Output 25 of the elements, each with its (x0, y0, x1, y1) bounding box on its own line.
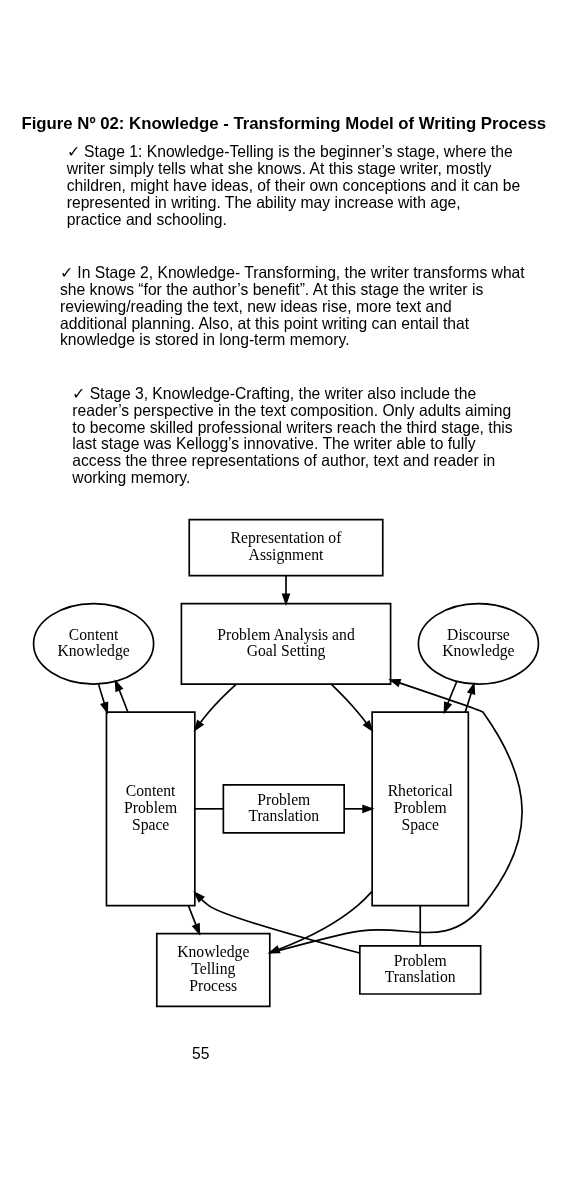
node-box: Rhetorical Problem Space (371, 711, 470, 907)
arrow (464, 681, 476, 713)
arrow (114, 679, 129, 713)
node-box: Knowledge Telling Process (155, 932, 271, 1008)
arrow (193, 683, 237, 733)
arrow (97, 683, 109, 715)
node-box: Problem Translation (222, 783, 345, 834)
node-box: Problem Translation (359, 945, 482, 995)
node-box: Representation of Assignment (188, 518, 384, 577)
diagram-title: Figure Nº 02: Knowledge - Transforming Model of Writing Process (21, 114, 547, 134)
arrow (281, 575, 291, 606)
label: ✓ Stage 3, Knowledge-Crafting, the writer also include the reader’s perspective in the text composition. Only adults aiming to become skilled professional writers reach the third stage, this last stage was Kellogg’s innovative. The writer able to fully access the three representations of author, text and reader in working memory. (72, 385, 513, 486)
arrow (443, 680, 458, 715)
node-ellipse: Discourse Knowledge (417, 602, 540, 685)
node-box: Problem Analysis and Goal Setting (180, 602, 392, 685)
node-ellipse: Content Knowledge (32, 602, 155, 685)
arrow (330, 683, 374, 733)
label: ✓ Stage 1: Knowledge-Telling is the beginner’s stage, where the writer simply tells what she knows. At this stage writer, mostly children, might have ideas, of their own conceptions and it can be represented in writing. The ability may increase with age, practice and schooling. (66, 143, 521, 228)
node-box: Content Problem Space (105, 711, 196, 907)
arrow (187, 905, 201, 936)
connector (194, 808, 225, 810)
connector (419, 905, 422, 947)
label: ✓ In Stage 2, Knowledge- Transforming, the writer transforms what she knows “for the author’s benefit”. At this stage the writer is reviewing/reading the text, new ideas rise, more text and additional planning. Also, at this point writing can entail that knowledge is stored in long-term memory. (60, 264, 525, 349)
label: 55 (192, 1044, 210, 1062)
arrow (343, 804, 375, 814)
